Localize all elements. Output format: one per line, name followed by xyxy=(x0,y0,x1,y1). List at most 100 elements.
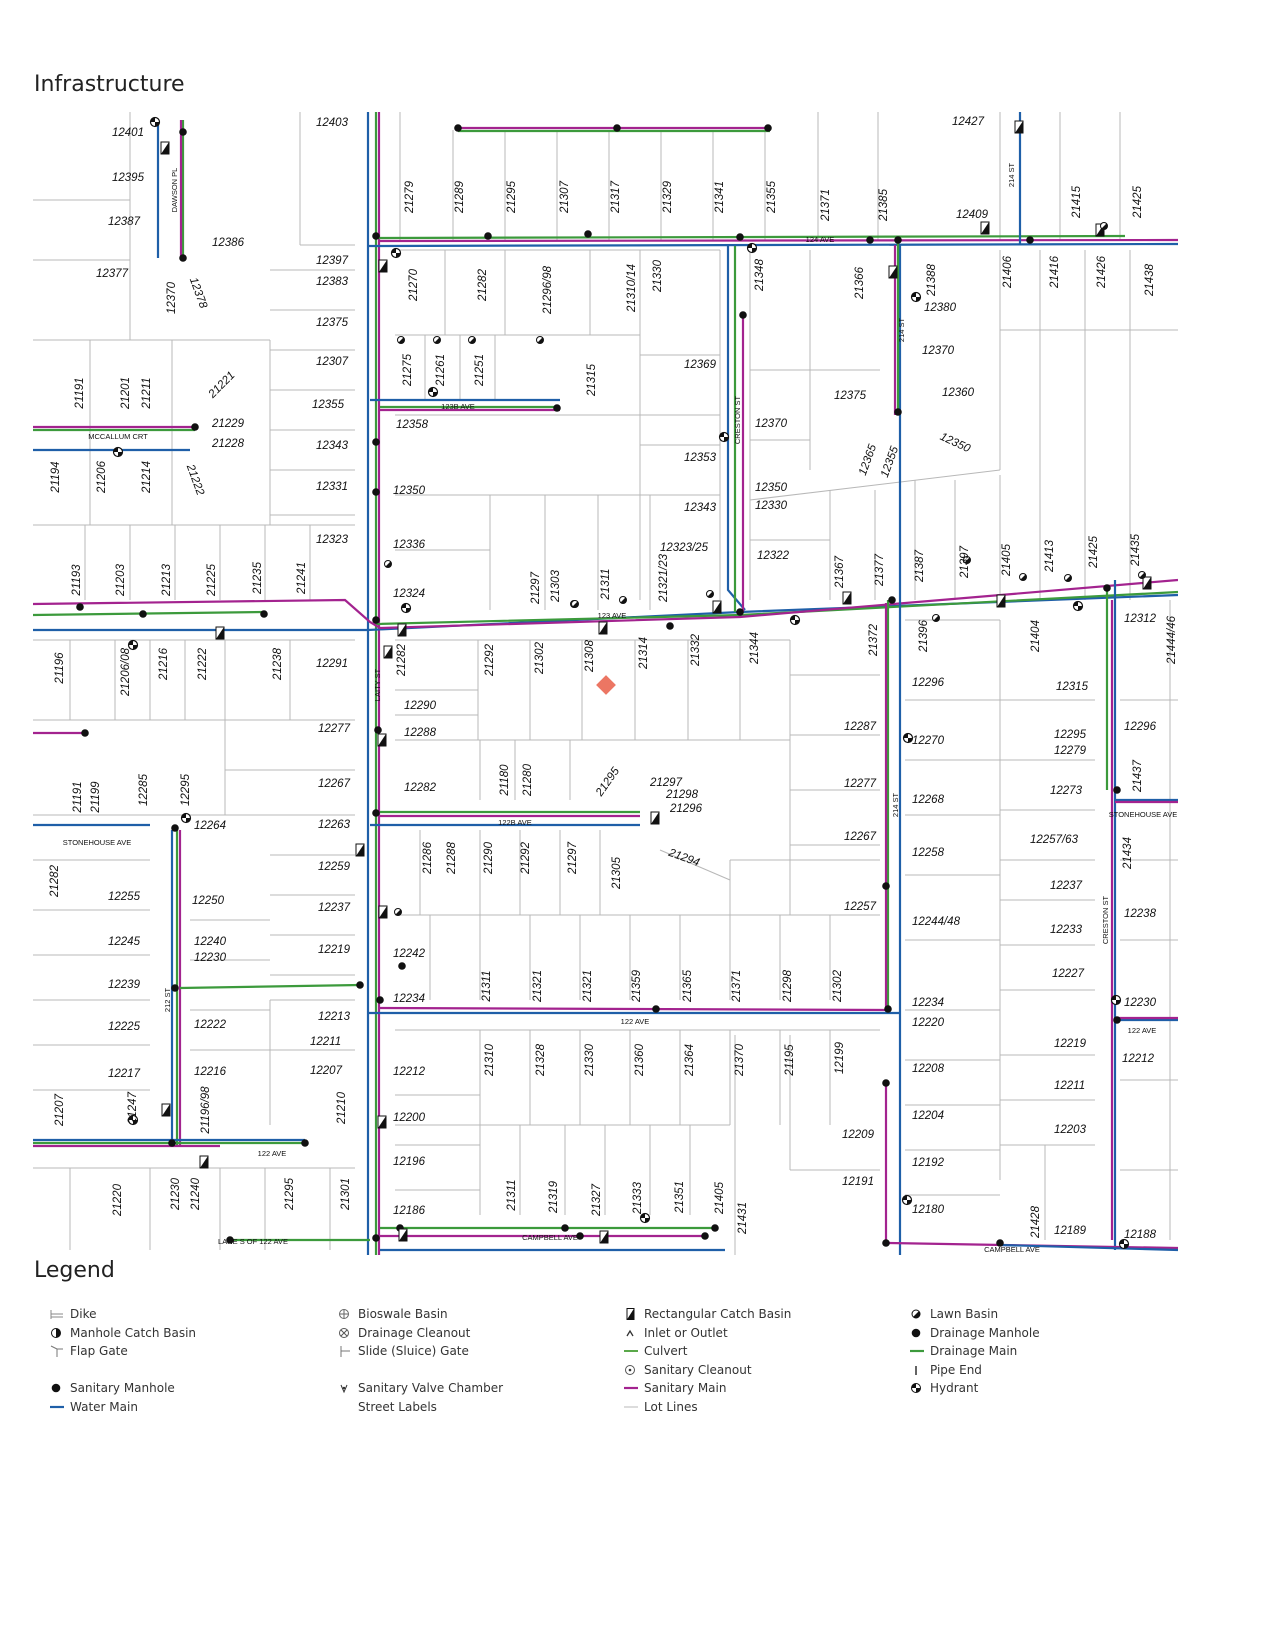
manhole-icon[interactable] xyxy=(666,622,674,630)
hydrant-icon[interactable] xyxy=(427,386,439,398)
rectangular-catch-basin-icon[interactable] xyxy=(1142,576,1152,590)
manhole-icon[interactable] xyxy=(260,610,268,618)
rectangular-catch-basin-icon[interactable] xyxy=(383,645,393,659)
lawn-basin-icon[interactable] xyxy=(1019,573,1028,582)
manhole-icon[interactable] xyxy=(179,254,187,262)
lawn-basin-icon[interactable] xyxy=(1138,571,1147,580)
manhole-icon[interactable] xyxy=(1113,1016,1121,1024)
rectangular-catch-basin-icon[interactable] xyxy=(980,221,990,235)
manhole-icon[interactable] xyxy=(882,1239,890,1247)
manhole-icon[interactable] xyxy=(882,882,890,890)
manhole-icon[interactable] xyxy=(736,608,744,616)
rectangular-catch-basin-icon[interactable] xyxy=(1014,120,1024,134)
rectangular-catch-basin-icon[interactable] xyxy=(160,141,170,155)
manhole-icon[interactable] xyxy=(1113,786,1121,794)
hydrant-icon[interactable] xyxy=(746,242,758,254)
manhole-icon[interactable] xyxy=(168,1139,176,1147)
rectangular-catch-basin-icon[interactable] xyxy=(888,265,898,279)
manhole-icon[interactable] xyxy=(398,962,406,970)
hydrant-icon[interactable] xyxy=(1118,1238,1130,1250)
manhole-icon[interactable] xyxy=(372,438,380,446)
manhole-icon[interactable] xyxy=(739,311,747,319)
hydrant-icon[interactable] xyxy=(718,431,730,443)
manhole-icon[interactable] xyxy=(376,996,384,1004)
rectangular-catch-basin-icon[interactable] xyxy=(378,905,388,919)
hydrant-icon[interactable] xyxy=(639,1212,651,1224)
manhole-icon[interactable] xyxy=(894,408,902,416)
manhole-icon[interactable] xyxy=(553,404,561,412)
manhole-icon[interactable] xyxy=(81,729,89,737)
lawn-basin-icon[interactable] xyxy=(932,614,941,623)
manhole-icon[interactable] xyxy=(484,232,492,240)
manhole-icon[interactable] xyxy=(884,1005,892,1013)
subject-property-marker[interactable] xyxy=(596,675,616,695)
manhole-icon[interactable] xyxy=(301,1139,309,1147)
rectangular-catch-basin-icon[interactable] xyxy=(996,594,1006,608)
manhole-icon[interactable] xyxy=(1103,584,1111,592)
manhole-icon[interactable] xyxy=(584,230,592,238)
manhole-icon[interactable] xyxy=(226,1236,234,1244)
manhole-icon[interactable] xyxy=(701,1232,709,1240)
hydrant-icon[interactable] xyxy=(901,1194,913,1206)
hydrant-icon[interactable] xyxy=(400,602,412,614)
lawn-basin-icon[interactable] xyxy=(468,336,477,345)
manhole-icon[interactable] xyxy=(372,232,380,240)
manhole-icon[interactable] xyxy=(882,1079,890,1087)
manhole-icon[interactable] xyxy=(613,124,621,132)
manhole-icon[interactable] xyxy=(866,236,874,244)
rectangular-catch-basin-icon[interactable] xyxy=(397,623,407,637)
rectangular-catch-basin-icon[interactable] xyxy=(398,1228,408,1242)
manhole-icon[interactable] xyxy=(1026,236,1034,244)
hydrant-icon[interactable] xyxy=(149,116,161,128)
manhole-icon[interactable] xyxy=(711,1224,719,1232)
hydrant-icon[interactable] xyxy=(112,446,124,458)
lawn-basin-icon[interactable] xyxy=(397,336,406,345)
lawn-basin-icon[interactable] xyxy=(433,336,442,345)
hydrant-icon[interactable] xyxy=(127,1114,139,1126)
manhole-icon[interactable] xyxy=(356,981,364,989)
manhole-icon[interactable] xyxy=(372,488,380,496)
hydrant-icon[interactable] xyxy=(390,247,402,259)
manhole-icon[interactable] xyxy=(372,809,380,817)
manhole-icon[interactable] xyxy=(374,726,382,734)
manhole-icon[interactable] xyxy=(894,236,902,244)
rectangular-catch-basin-icon[interactable] xyxy=(650,811,660,825)
manhole-icon[interactable] xyxy=(372,1234,380,1242)
manhole-icon[interactable] xyxy=(561,1224,569,1232)
rectangular-catch-basin-icon[interactable] xyxy=(842,591,852,605)
rectangular-catch-basin-icon[interactable] xyxy=(378,259,388,273)
manhole-icon[interactable] xyxy=(171,824,179,832)
manhole-icon[interactable] xyxy=(139,610,147,618)
lawn-basin-icon[interactable] xyxy=(619,596,628,605)
manhole-icon[interactable] xyxy=(736,233,744,241)
manhole-icon[interactable] xyxy=(372,616,380,624)
manhole-icon[interactable] xyxy=(171,984,179,992)
manhole-icon[interactable] xyxy=(454,124,462,132)
rectangular-catch-basin-icon[interactable] xyxy=(598,621,608,635)
lawn-basin-icon[interactable] xyxy=(963,556,972,565)
rectangular-catch-basin-icon[interactable] xyxy=(215,626,225,640)
manhole-icon[interactable] xyxy=(888,596,896,604)
hydrant-icon[interactable] xyxy=(127,639,139,651)
hydrant-icon[interactable] xyxy=(1072,600,1084,612)
rectangular-catch-basin-icon[interactable] xyxy=(161,1103,171,1117)
lawn-basin-icon[interactable] xyxy=(536,336,545,345)
manhole-icon[interactable] xyxy=(764,124,772,132)
lawn-basin-icon[interactable] xyxy=(384,560,393,569)
manhole-icon[interactable] xyxy=(191,423,199,431)
hydrant-icon[interactable] xyxy=(910,291,922,303)
hydrant-icon[interactable] xyxy=(1110,994,1122,1006)
rectangular-catch-basin-icon[interactable] xyxy=(199,1155,209,1169)
rectangular-catch-basin-icon[interactable] xyxy=(599,1230,609,1244)
lawn-basin-icon[interactable] xyxy=(1064,574,1073,583)
hydrant-icon[interactable] xyxy=(902,732,914,744)
manhole-icon[interactable] xyxy=(76,603,84,611)
lawn-basin-icon[interactable] xyxy=(1100,222,1109,231)
rectangular-catch-basin-icon[interactable] xyxy=(712,600,722,614)
hydrant-icon[interactable] xyxy=(789,614,801,626)
lawn-basin-icon[interactable] xyxy=(394,908,403,917)
manhole-icon[interactable] xyxy=(576,1232,584,1240)
rectangular-catch-basin-icon[interactable] xyxy=(377,733,387,747)
manhole-icon[interactable] xyxy=(996,1239,1004,1247)
